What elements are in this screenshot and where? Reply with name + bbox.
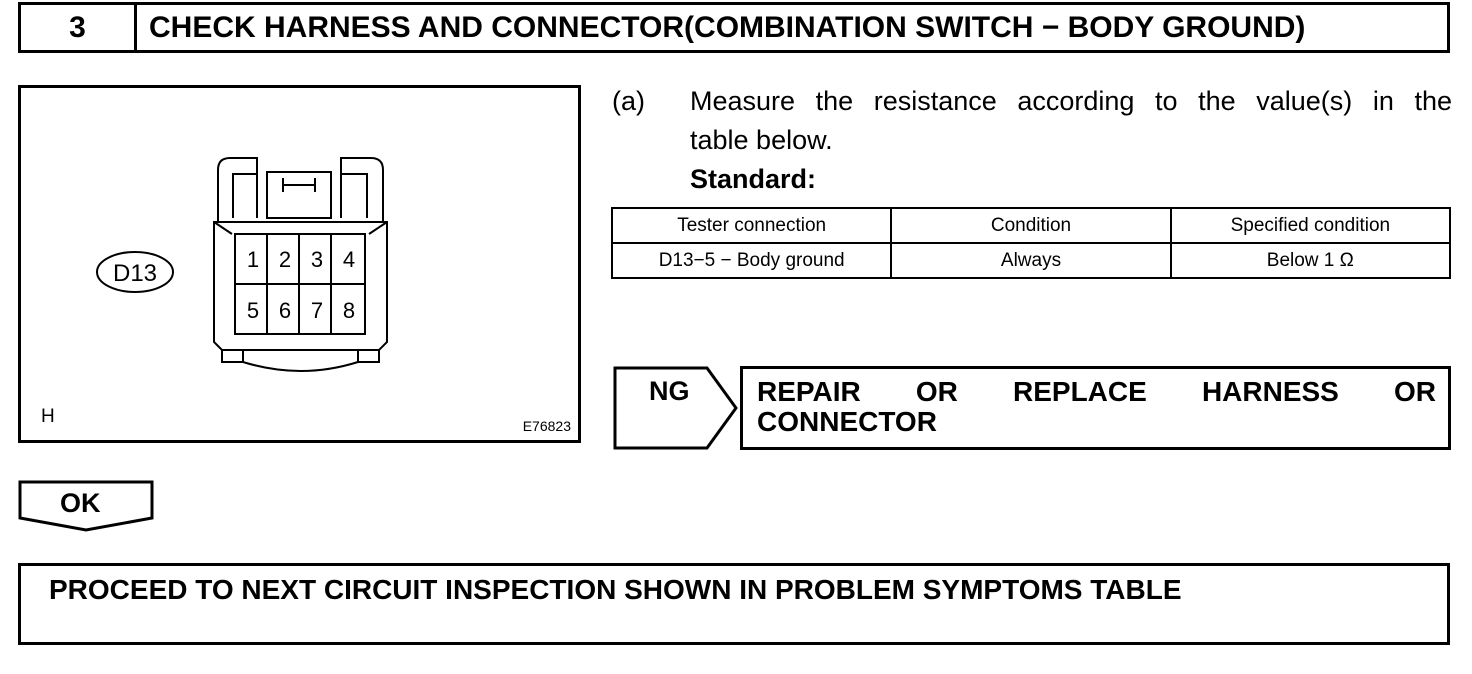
table-cell: D13−5 − Body ground [610, 242, 893, 279]
pin-label: 8 [343, 298, 355, 323]
connector-label-oval [96, 251, 174, 293]
pin-label: 6 [279, 298, 291, 323]
step-header: 3 CHECK HARNESS AND CONNECTOR(COMBINATIO… [18, 2, 1450, 53]
ng-action-line-1: REPAIR OR REPLACE HARNESS OR [757, 377, 1436, 407]
pin-label: 7 [311, 298, 323, 323]
figure-code: E76823 [522, 418, 571, 434]
ng-action-line-2: CONNECTOR [757, 406, 937, 437]
step-title: CHECK HARNESS AND CONNECTOR(COMBINATION … [149, 10, 1306, 44]
column-header: Condition [890, 207, 1172, 244]
ng-action-box: REPAIR OR REPLACE HARNESS OR CONNECTOR [740, 366, 1451, 450]
instruction-marker: (a) [612, 86, 645, 116]
pin-label: 1 [247, 247, 259, 272]
pin-label: 5 [247, 298, 259, 323]
connector-label: D13 [113, 260, 157, 287]
connector-diagram: D13 1 2 3 4 5 6 7 8 [96, 157, 388, 372]
ng-action-word: HARNESS [1201, 376, 1339, 407]
column-header: Tester connection [610, 207, 893, 244]
figure-corner-letter: H [41, 406, 55, 427]
connector-body [213, 157, 388, 372]
pin-label: 4 [343, 247, 355, 272]
ng-action-word: OR [915, 376, 958, 407]
next-step-text: PROCEED TO NEXT CIRCUIT INSPECTION SHOWN… [49, 574, 1182, 605]
next-step-box: PROCEED TO NEXT CIRCUIT INSPECTION SHOWN… [18, 563, 1450, 645]
instruction-line-1: Measure the resistance according to the … [690, 86, 1452, 116]
instruction-line-2: table below. [690, 125, 833, 155]
ok-arrow-icon [18, 480, 154, 532]
pin-label: 2 [279, 247, 291, 272]
ng-action-word: REPAIR [757, 376, 861, 407]
pin-label: 3 [311, 247, 323, 272]
connector-figure: D13 1 2 3 4 5 6 7 8 [18, 85, 581, 443]
ok-label: OK [60, 488, 101, 518]
ng-label: NG [649, 376, 690, 406]
table-row: D13−5 − Body ground Always Below 1 Ω [610, 242, 1452, 279]
ng-arrow-icon [613, 366, 738, 450]
table-cell: Always [890, 242, 1172, 279]
ng-action-word: REPLACE [1013, 376, 1147, 407]
column-header: Specified condition [1169, 207, 1452, 244]
standard-label: Standard: [690, 164, 817, 194]
ng-action-word: OR [1394, 376, 1436, 407]
table-header-row: Tester connection Condition Specified co… [610, 207, 1452, 244]
step-number: 3 [21, 5, 137, 50]
table-cell: Below 1 Ω [1169, 242, 1452, 279]
spec-table: Tester connection Condition Specified co… [610, 207, 1452, 279]
connector-pins: 1 2 3 4 5 6 7 8 [247, 247, 355, 323]
